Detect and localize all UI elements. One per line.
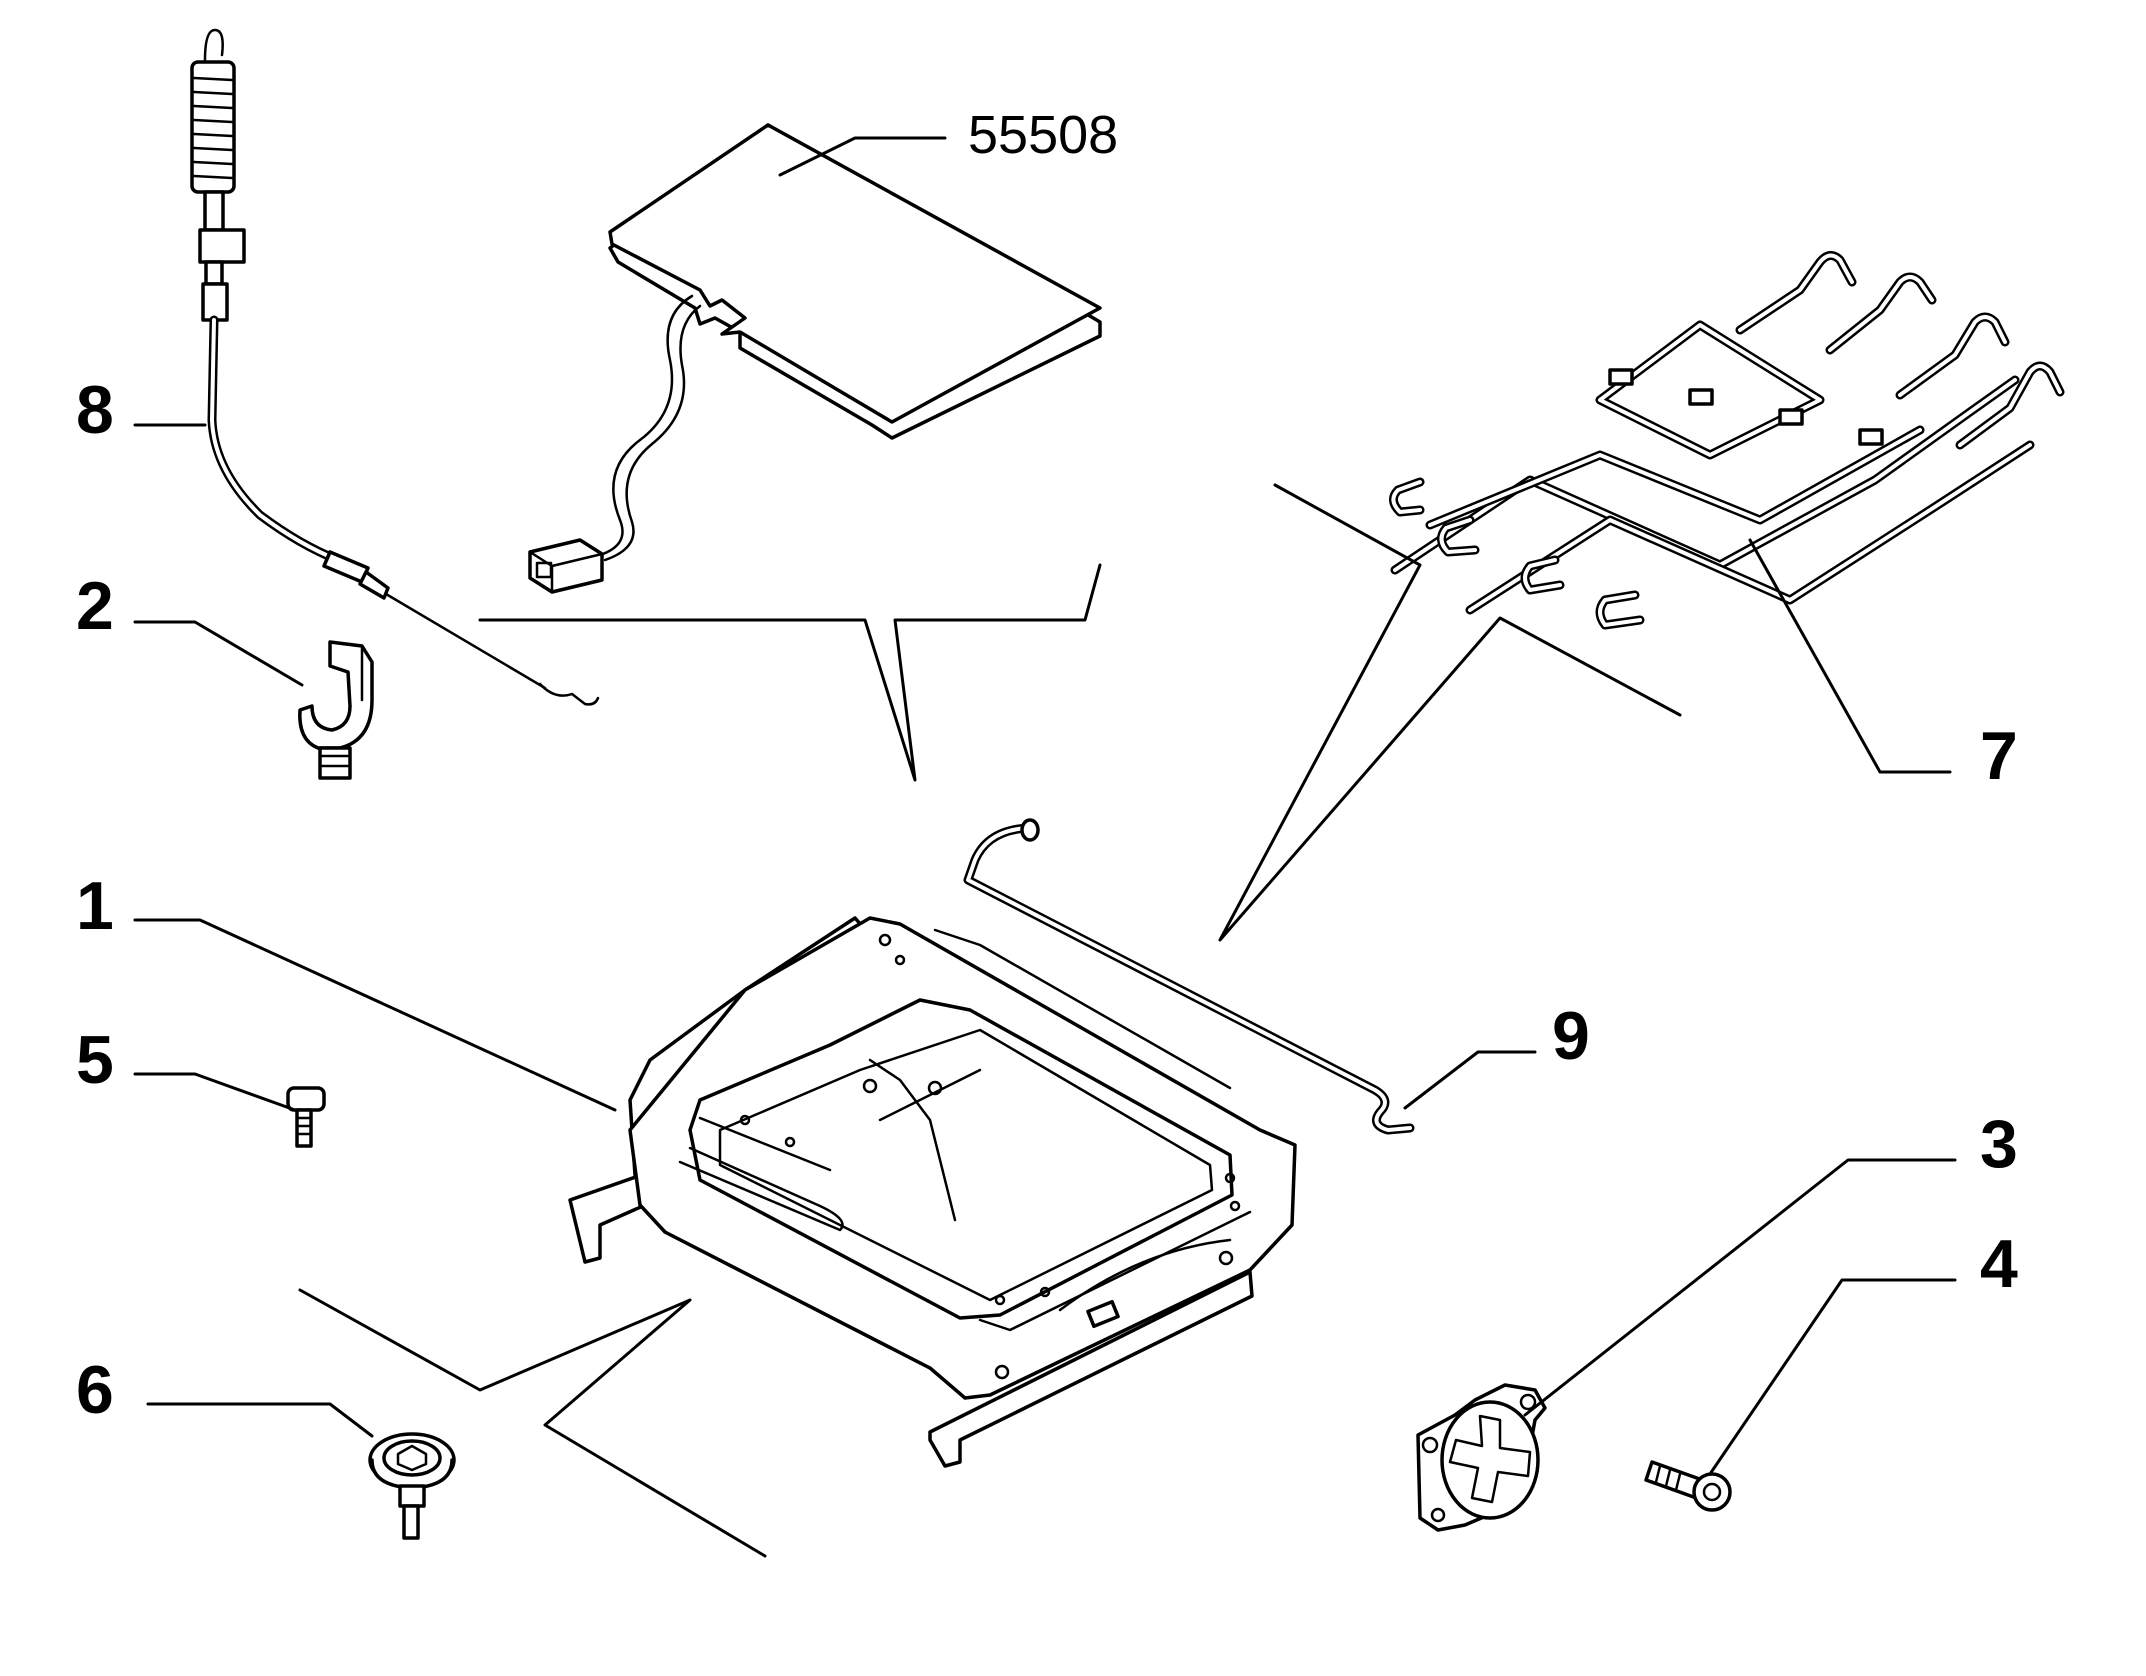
part-3-recliner <box>1416 1383 1547 1532</box>
part-9-rod <box>963 818 1415 1135</box>
callout-8: 8 <box>76 372 114 448</box>
part-4-bolt <box>1644 1460 1732 1512</box>
callout-4: 4 <box>1980 1226 2018 1302</box>
callout-55508: 55508 <box>968 105 1119 165</box>
callout-6: 6 <box>76 1352 114 1428</box>
part-5-screw <box>286 1086 326 1148</box>
part-1-seat-frame <box>568 916 1297 1468</box>
part-7-suspension <box>1389 251 2065 630</box>
part-6-knob <box>368 1432 456 1540</box>
part-55508-pad <box>528 123 1102 594</box>
part-8-cable <box>190 28 600 706</box>
callout-7: 7 <box>1980 718 2018 794</box>
callout-2: 2 <box>76 568 114 644</box>
callout-1: 1 <box>76 868 114 944</box>
callout-9: 9 <box>1552 998 1590 1074</box>
part-2-clip <box>298 640 374 780</box>
leader-lines <box>133 136 1957 1558</box>
callout-5: 5 <box>76 1022 114 1098</box>
callout-3: 3 <box>1980 1106 2018 1182</box>
